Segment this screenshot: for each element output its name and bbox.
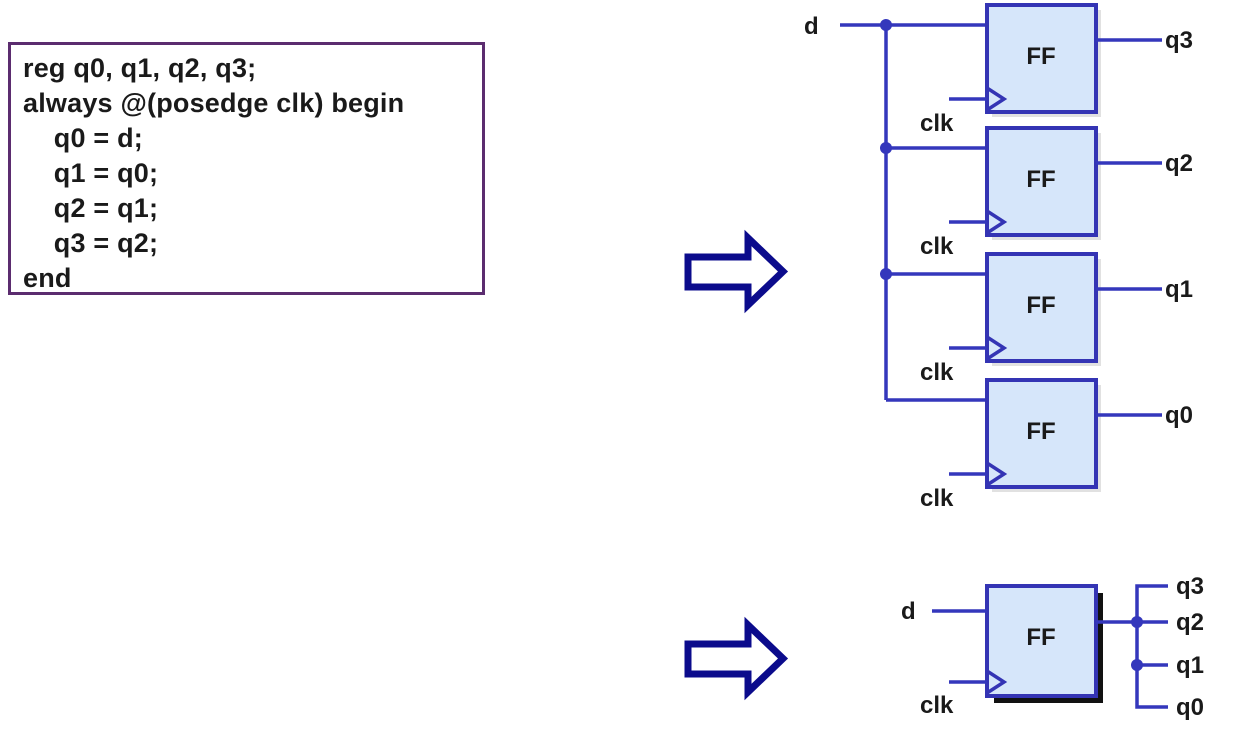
ff-block (985, 126, 1098, 237)
upper-shift-register-diagram: d FF clk q3 (804, 3, 1193, 512)
ff-label: FF (1026, 43, 1055, 70)
ff-block (985, 584, 1098, 698)
clock-edge-icon (986, 335, 1008, 361)
ff-label: FF (1026, 418, 1055, 445)
code-line: q1 = q0; (23, 158, 159, 188)
clk-label: clk (920, 359, 954, 386)
clk-label: clk (920, 110, 954, 137)
fanout-bus-wire (1135, 584, 1168, 709)
output-q3-label: q3 (1165, 27, 1193, 54)
ff-block (985, 378, 1098, 489)
clk-label: clk (920, 233, 954, 260)
ff-label: FF (1026, 624, 1055, 651)
wire-junction-dot (880, 268, 892, 280)
ff-block (985, 3, 1098, 114)
wire-junction-dot (1131, 616, 1143, 628)
code-line: end (23, 263, 72, 293)
clock-edge-icon (986, 461, 1008, 487)
output-q2-label: q2 (1165, 150, 1193, 177)
output-q3-label: q3 (1176, 573, 1204, 600)
flipflop-q2: FF clk q2 (920, 126, 1193, 260)
verilog-code-box: reg q0, q1, q2, q3; always @(posedge clk… (8, 42, 485, 295)
wire-junction-dot (880, 142, 892, 154)
flipflop-q0: FF clk q0 (920, 378, 1193, 512)
output-q0-label: q0 (1176, 694, 1204, 721)
clk-label: clk (920, 485, 954, 512)
wire-junction-dot (1131, 659, 1143, 671)
output-q1-label: q1 (1176, 652, 1204, 679)
flipflop-q1: FF clk q1 (920, 252, 1193, 386)
output-q1-label: q1 (1165, 276, 1193, 303)
input-d-label: d (804, 13, 819, 40)
clk-label: clk (920, 692, 954, 719)
lower-single-ff-diagram: d clk FF q3 q2 q1 q0 (901, 573, 1204, 721)
right-block-arrow-icon (684, 229, 789, 314)
ff-block (985, 252, 1098, 363)
ff-label: FF (1026, 166, 1055, 193)
input-d-label: d (901, 598, 916, 625)
right-block-arrow-icon (684, 616, 789, 701)
code-line: q2 = q1; (23, 193, 159, 223)
clock-edge-icon (986, 209, 1008, 235)
clock-edge-icon (986, 669, 1008, 695)
output-q0-label: q0 (1165, 402, 1193, 429)
ff-label: FF (1026, 292, 1055, 319)
flipflop-q3: FF clk q3 (920, 3, 1193, 137)
code-line: q0 = d; (23, 123, 143, 153)
clock-edge-icon (986, 86, 1008, 112)
output-q2-label: q2 (1176, 609, 1204, 636)
code-line: always @(posedge clk) begin (23, 88, 405, 118)
code-line: q3 = q2; (23, 228, 159, 258)
code-line: reg q0, q1, q2, q3; (23, 53, 257, 83)
wire-junction-dot (880, 19, 892, 31)
